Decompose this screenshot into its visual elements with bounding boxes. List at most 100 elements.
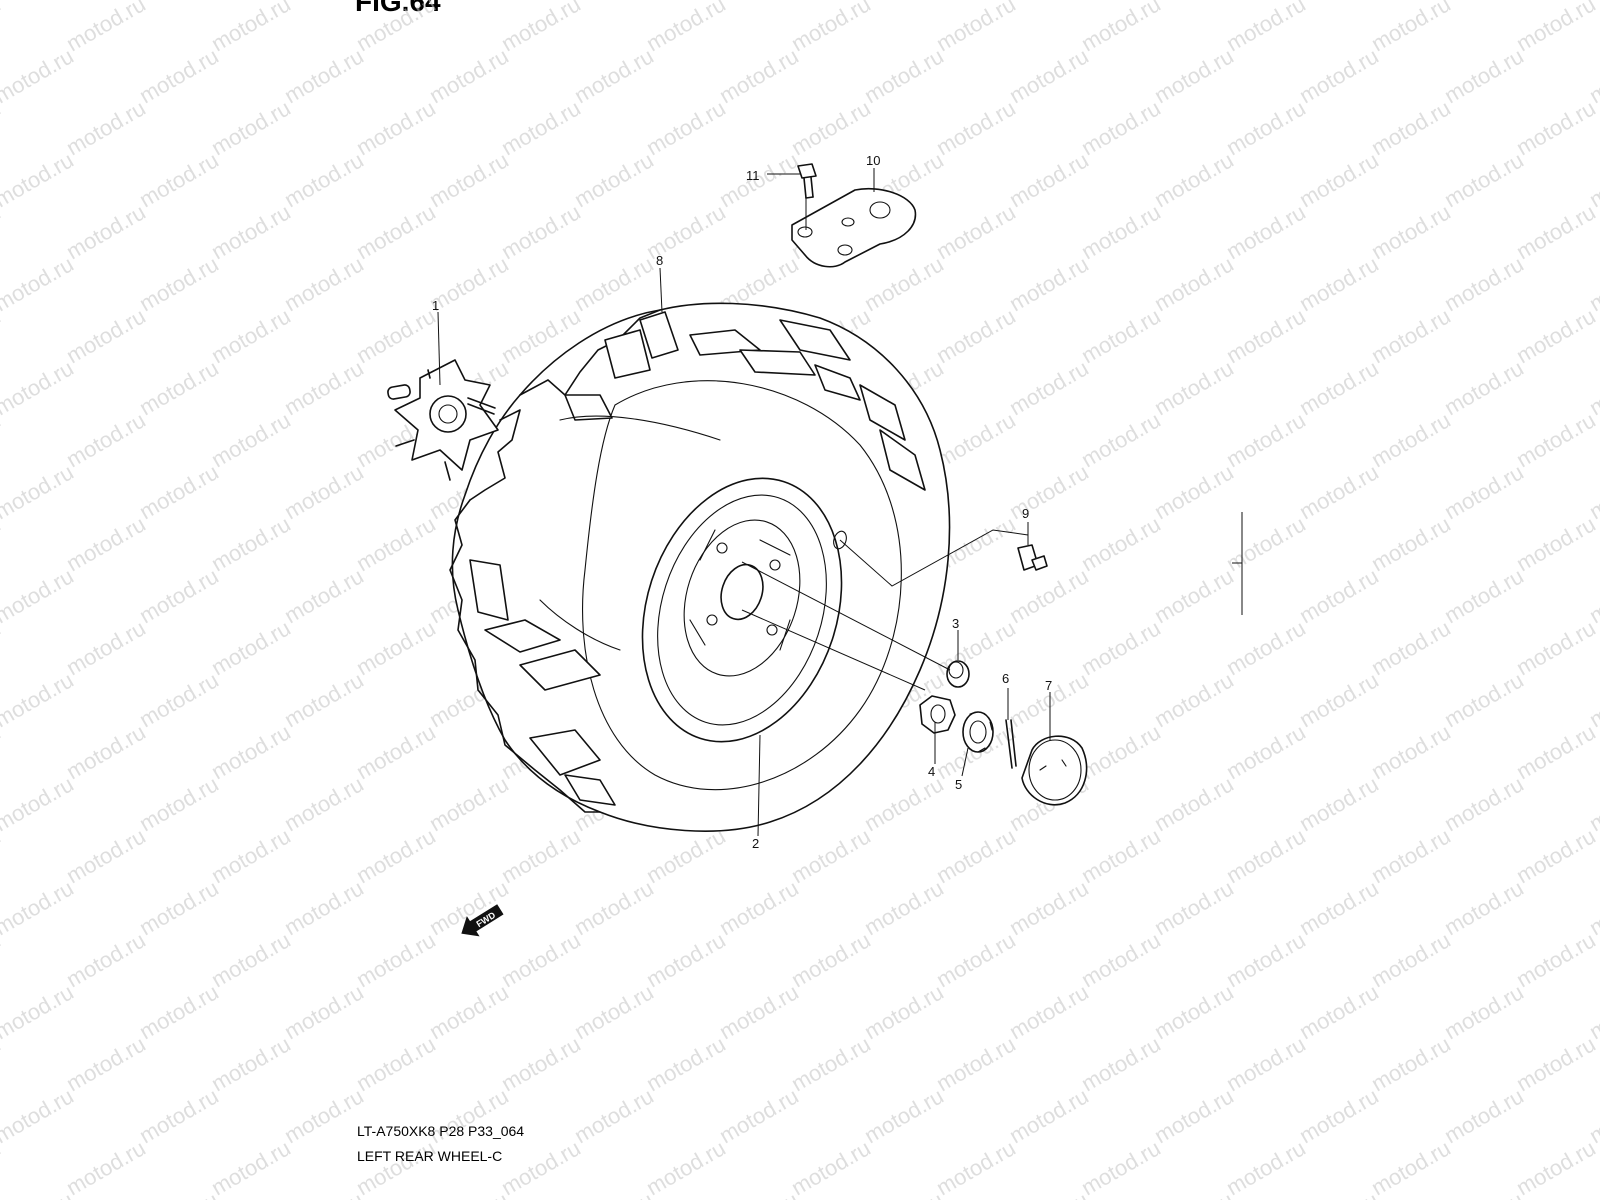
watermark-text: motod.ru bbox=[1295, 1083, 1383, 1148]
watermark-text: motod.ru bbox=[1077, 719, 1165, 784]
watermark-text: motod.ru bbox=[425, 147, 513, 212]
watermark-text: motod.ru bbox=[1150, 563, 1238, 628]
watermark-text: motod.ru bbox=[932, 303, 1020, 368]
watermark-text: motod.ru bbox=[0, 0, 78, 4]
watermark-text: motod.ru bbox=[1005, 979, 1093, 1044]
watermark-text: motod.ru bbox=[352, 0, 440, 56]
callout-1: 1 bbox=[432, 298, 439, 313]
watermark-text: motod.ru bbox=[1367, 1135, 1455, 1200]
margin-rule bbox=[1232, 512, 1243, 615]
valve-drawing bbox=[1017, 544, 1048, 571]
watermark-text: motod.ru bbox=[0, 0, 5, 56]
watermark-text: motod.ru bbox=[0, 459, 78, 524]
watermark-text: motod.ru bbox=[1367, 511, 1455, 576]
watermark-text: motod.ru bbox=[1150, 875, 1238, 940]
watermark-text: motod.ru bbox=[860, 1187, 948, 1200]
watermark-text: motod.ru bbox=[0, 1187, 78, 1200]
watermark-text: motod.ru bbox=[787, 1031, 875, 1096]
watermark-text: motod.ru bbox=[570, 0, 658, 4]
watermark-text: motod.ru bbox=[425, 771, 513, 836]
watermark-text: motod.ru bbox=[1367, 0, 1455, 56]
watermark-text: motod.ru bbox=[1512, 303, 1600, 368]
callout-7: 7 bbox=[1045, 678, 1052, 693]
watermark-text: motod.ru bbox=[352, 1135, 440, 1200]
watermark-text: motod.ru bbox=[1512, 95, 1600, 160]
watermark-text: motod.ru bbox=[715, 43, 803, 108]
watermark-text: motod.ru bbox=[1150, 1083, 1238, 1148]
watermark-text: motod.ru bbox=[1150, 459, 1238, 524]
watermark-text: motod.ru bbox=[425, 979, 513, 1044]
callout-2: 2 bbox=[752, 836, 759, 851]
watermark-text: motod.ru bbox=[352, 615, 440, 680]
watermark-text: motod.ru bbox=[352, 95, 440, 160]
watermark-text: motod.ru bbox=[1295, 0, 1383, 4]
watermark-text: motod.ru bbox=[207, 1135, 295, 1200]
watermark-text: motod.ru bbox=[352, 719, 440, 784]
watermark-text: motod.ru bbox=[1005, 459, 1093, 524]
watermark-text: motod.ru bbox=[932, 1135, 1020, 1200]
watermark-text: motod.ru bbox=[642, 1031, 730, 1096]
watermark-text: motod.ru bbox=[0, 875, 78, 940]
watermark-text: motod.ru bbox=[570, 147, 658, 212]
watermark-text: motod.ru bbox=[62, 927, 150, 992]
watermark-text: motod.ru bbox=[1077, 0, 1165, 56]
watermark-text: motod.ru bbox=[860, 43, 948, 108]
watermark-text: motod.ru bbox=[1440, 147, 1528, 212]
watermark-text: motod.ru bbox=[1077, 927, 1165, 992]
watermark-text: motod.ru bbox=[135, 563, 223, 628]
callout-labels: 1 2 3 4 5 6 7 8 9 10 11 bbox=[432, 153, 1052, 851]
watermark-text: motod.ru bbox=[1005, 563, 1093, 628]
callout-3: 3 bbox=[952, 616, 959, 631]
cap-drawing bbox=[1021, 735, 1088, 806]
watermark-text: motod.ru bbox=[497, 823, 585, 888]
watermark-text: motod.ru bbox=[207, 1031, 295, 1096]
watermark-text: motod.ru bbox=[642, 823, 730, 888]
watermark-text: motod.ru bbox=[642, 0, 730, 56]
watermark-text: motod.ru bbox=[1077, 199, 1165, 264]
watermark-text: motod.ru bbox=[1440, 43, 1528, 108]
watermark-text: motod.ru bbox=[62, 823, 150, 888]
watermark-text: motod.ru bbox=[1367, 199, 1455, 264]
watermark-text: motod.ru bbox=[497, 1135, 585, 1200]
watermark-text: motod.ru bbox=[1295, 563, 1383, 628]
watermark-text: motod.ru bbox=[1512, 823, 1600, 888]
watermark-text: motod.ru bbox=[497, 199, 585, 264]
watermark-text: motod.ru bbox=[932, 95, 1020, 160]
watermark-text: motod.ru bbox=[280, 0, 368, 4]
watermark-text: motod.ru bbox=[135, 0, 223, 4]
watermark-text: motod.ru bbox=[1367, 823, 1455, 888]
watermark-text: motod.ru bbox=[497, 0, 585, 56]
watermark-text: motod.ru bbox=[1440, 1187, 1528, 1200]
watermark-text: motod.ru bbox=[1077, 823, 1165, 888]
watermark-text: motod.ru bbox=[1440, 251, 1528, 316]
watermark-text: motod.ru bbox=[280, 459, 368, 524]
watermark-text: motod.ru bbox=[0, 43, 78, 108]
watermark-text: motod.ru bbox=[425, 0, 513, 4]
watermark-text: motod.ru bbox=[642, 927, 730, 992]
watermark-text: motod.ru bbox=[62, 719, 150, 784]
watermark-text: motod.ru bbox=[1005, 355, 1093, 420]
watermark-text: motod.ru bbox=[1367, 95, 1455, 160]
castle-nut-drawing bbox=[962, 711, 994, 753]
watermark-text: motod.ru bbox=[1150, 1187, 1238, 1200]
watermark-text: motod.ru bbox=[1512, 511, 1600, 576]
watermark-text: motod.ru bbox=[135, 979, 223, 1044]
watermark-text: motod.ru bbox=[787, 0, 875, 56]
watermark-text: motod.ru bbox=[135, 355, 223, 420]
watermark-text: motod.ru bbox=[135, 875, 223, 940]
watermark-text: motod.ru bbox=[1295, 1187, 1383, 1200]
watermark-text: motod.ru bbox=[62, 199, 150, 264]
watermark-text: motod.ru bbox=[135, 1083, 223, 1148]
watermark-text: motod.ru bbox=[62, 0, 150, 56]
watermark-text: motod.ru bbox=[1367, 407, 1455, 472]
watermark-text: motod.ru bbox=[1440, 771, 1528, 836]
watermark-text: motod.ru bbox=[860, 875, 948, 940]
watermark-text: motod.ru bbox=[0, 355, 78, 420]
watermark-text: motod.ru bbox=[1295, 147, 1383, 212]
watermark-text: motod.ru bbox=[1222, 407, 1310, 472]
watermark-text: motod.ru bbox=[352, 511, 440, 576]
watermark-text: motod.ru bbox=[1005, 43, 1093, 108]
watermark-text: motod.ru bbox=[1295, 43, 1383, 108]
watermark-text: motod.ru bbox=[1150, 0, 1238, 4]
watermark-text: motod.ru bbox=[280, 355, 368, 420]
